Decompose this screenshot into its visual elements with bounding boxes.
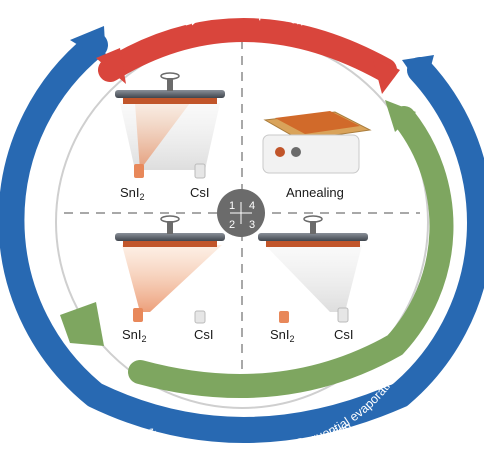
hub-number-3: 3 (249, 219, 255, 231)
combinative-arrow-tail (70, 26, 106, 62)
quadrant-3-chamber (258, 215, 368, 323)
hub-number-4: 4 (249, 200, 255, 212)
quadrant-1-chamber (115, 72, 225, 179)
quadrant-1-csi-label: CsI (190, 185, 210, 200)
hotplate-knob-1 (275, 147, 285, 157)
csi-crucible (194, 163, 206, 179)
sni2-crucible (134, 164, 144, 178)
combinative-arrow-head (402, 55, 434, 92)
sequential-arrow-head (60, 302, 104, 346)
combinative-arc (0, 32, 484, 443)
quadrant-2-csi-label: CsI (194, 327, 214, 342)
hub-number-2: 2 (229, 219, 235, 231)
sequential-arc (128, 106, 454, 398)
quadrant-2-sni2-label: SnI2 (122, 327, 147, 344)
co-evaporation-arrow-tail (96, 48, 126, 84)
sequential-arrow-tail (385, 100, 416, 132)
hotplate-knob-2 (291, 147, 301, 157)
annealing-substrate (275, 111, 360, 134)
substrate (123, 98, 217, 104)
rotation-icon (160, 72, 180, 80)
quadrant-1-sni2-label: SnI2 (120, 185, 145, 202)
co-evaporation-arc (98, 18, 397, 82)
quadrant-2-chamber (115, 215, 225, 324)
quadrant-3-sni2-label: SnI2 (270, 327, 295, 344)
hub-number-1: 1 (229, 200, 235, 212)
annealing-label: Annealing (286, 185, 344, 200)
chamber-lid (115, 90, 225, 98)
quadrant-3-csi-label: CsI (334, 327, 354, 342)
co-evaporation-arrow-head (372, 56, 400, 94)
quadrant-4-hotplate (262, 111, 372, 174)
